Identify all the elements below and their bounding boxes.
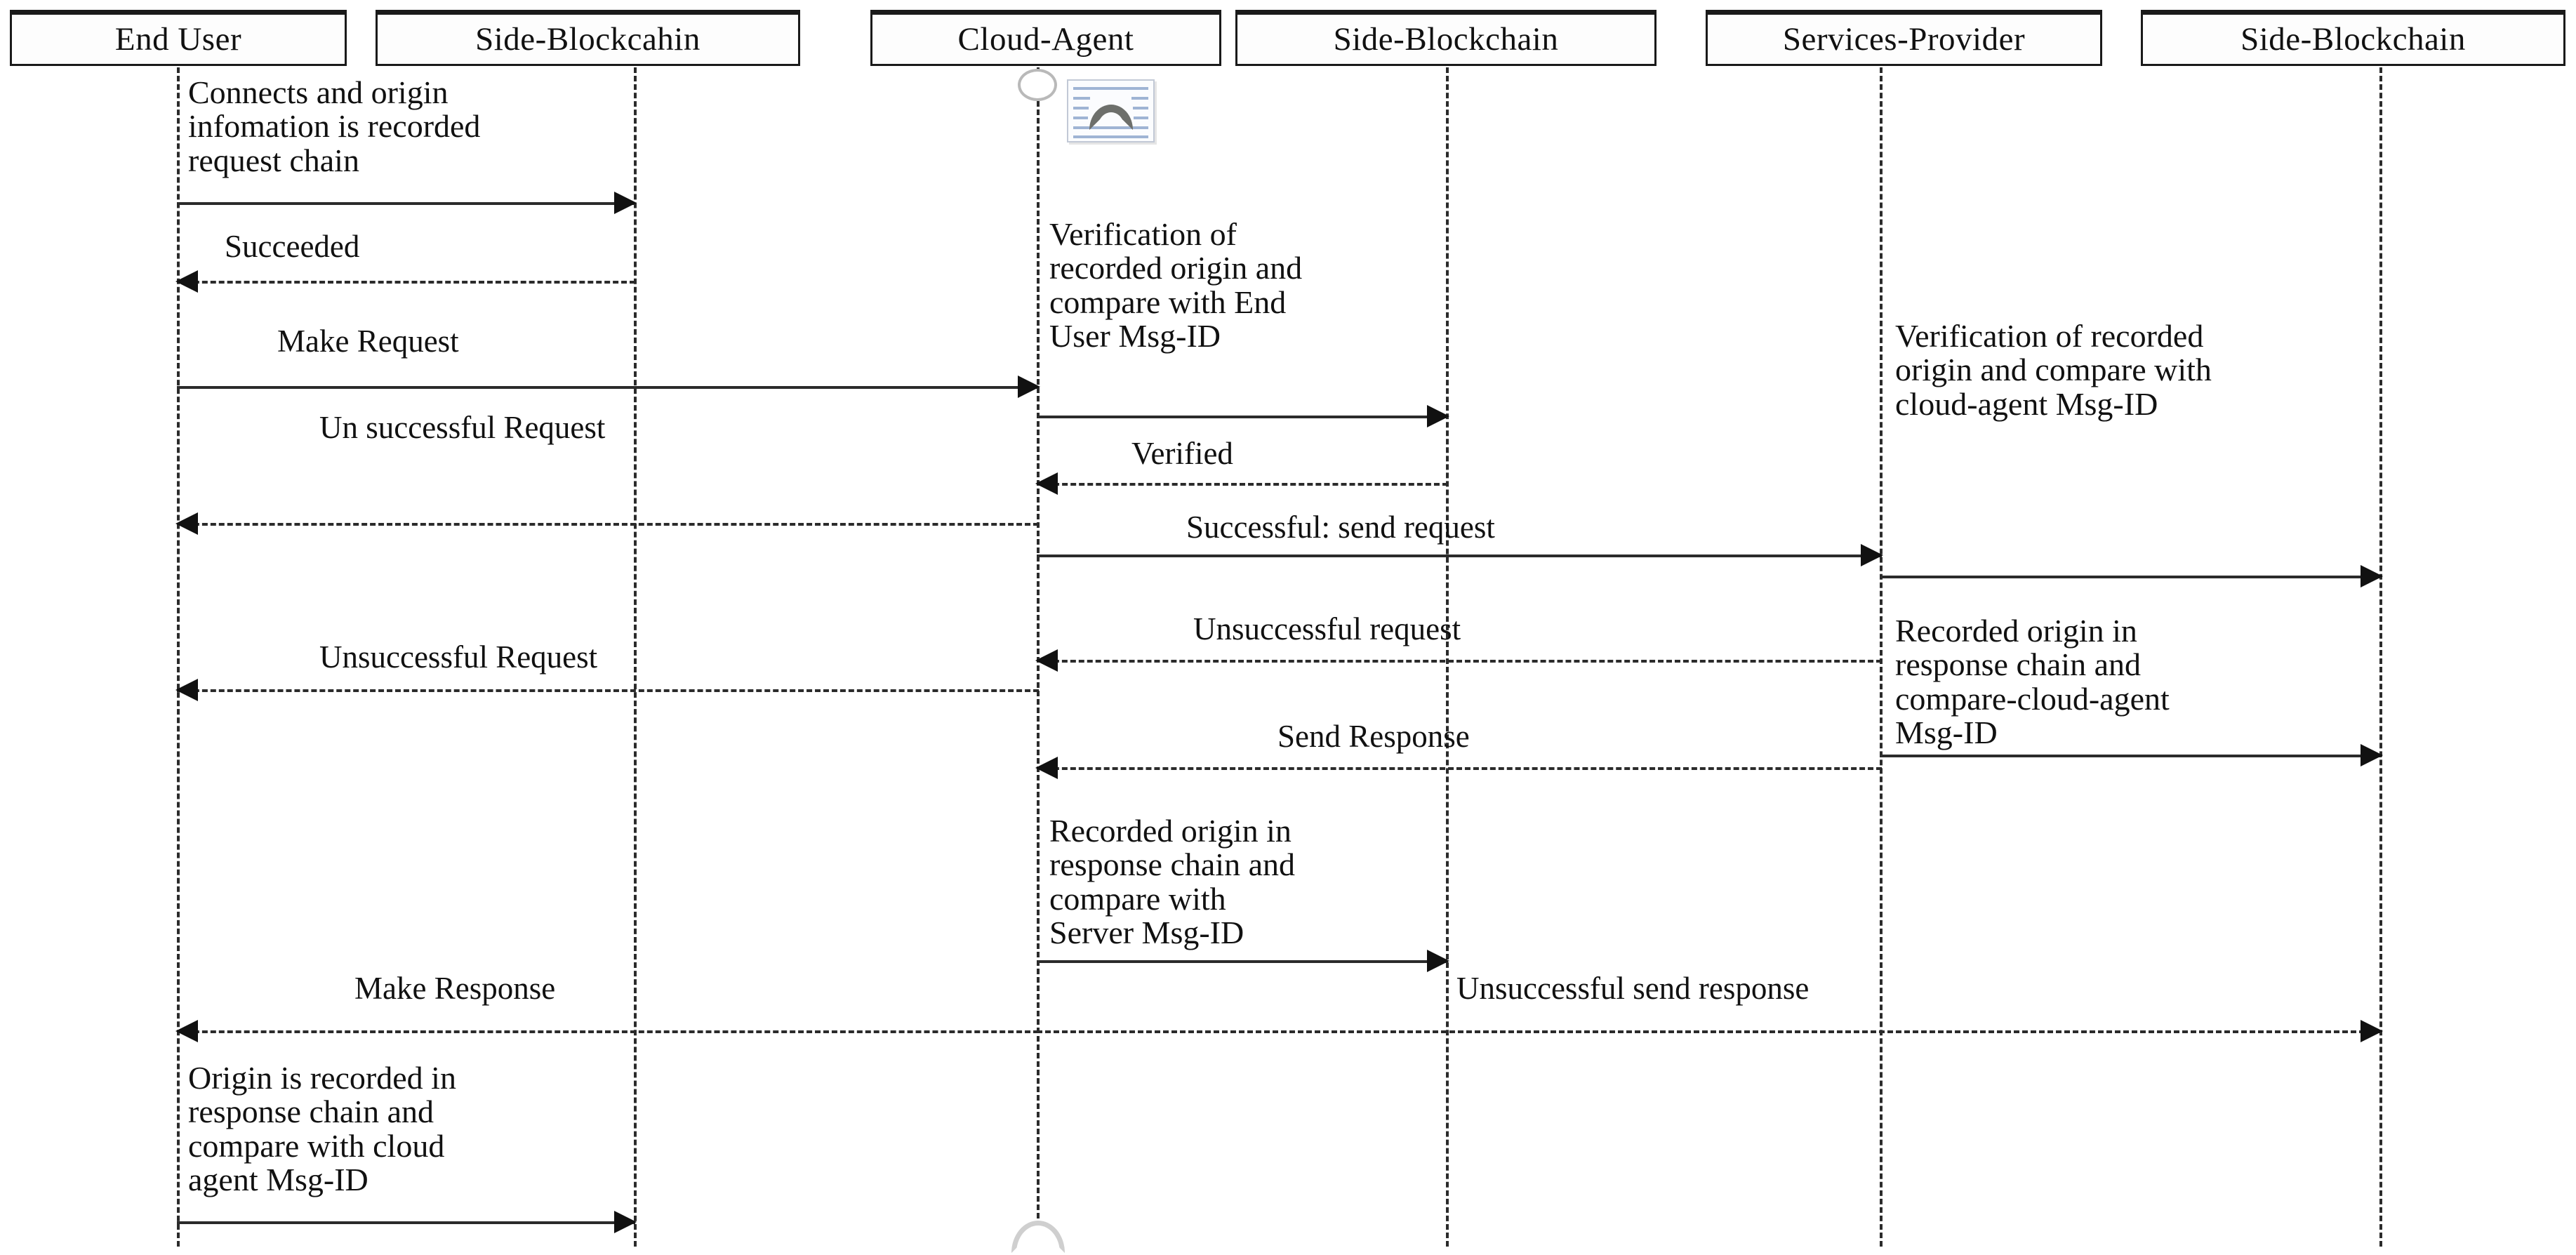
message-label-make-response: Make Response [354, 971, 556, 1006]
arrowhead-right-icon [1861, 544, 1883, 566]
lifeline-end-user [177, 67, 180, 1247]
note-verification-end-user: Verification of recorded origin and comp… [1049, 216, 1303, 354]
participant-side-blockchain-2[interactable]: Side-Blockchain [1235, 10, 1657, 66]
arrowhead-left-icon [1035, 757, 1058, 779]
arrowhead-left-icon [175, 679, 198, 701]
message-label-unsuccessful-request-2: Unsuccessful Request [319, 639, 598, 675]
participant-label: End User [114, 21, 242, 58]
message-line [177, 281, 635, 284]
message-line [1880, 755, 2382, 757]
message-line [1037, 483, 1448, 486]
lifeline-side-blockcahin-1 [634, 67, 637, 1247]
participant-label: Side-Blockchain [2240, 21, 2466, 58]
arrowhead-right-icon [1018, 376, 1040, 398]
participant-label: Services-Provider [1782, 21, 2026, 58]
arrowhead-left-icon [175, 512, 198, 535]
lifeline-side-blockchain-2 [1446, 67, 1449, 1247]
message-label-verified: Verified [1131, 436, 1233, 471]
message-line [177, 1030, 1039, 1033]
message-line [177, 689, 1039, 692]
arrowhead-right-icon [614, 192, 637, 214]
note-connects-and-origin: Connects and origin infomation is record… [188, 74, 481, 178]
participant-label: Side-Blockchain [1333, 21, 1559, 58]
participant-label: Side-Blockcahin [475, 21, 701, 58]
arrowhead-left-icon [1035, 472, 1058, 495]
message-line [1037, 416, 1448, 418]
lifeline-arc-icon [1011, 1221, 1065, 1253]
participant-services-provider[interactable]: Services-Provider [1706, 10, 2102, 66]
document-thumbnail-icon [1067, 79, 1155, 142]
lifeline-knob-icon [1018, 69, 1057, 101]
message-label-make-request: Make Request [277, 324, 459, 359]
message-line [177, 523, 1039, 526]
message-label-unsuccessful-request-1: Un successful Request [319, 410, 606, 445]
arrowhead-left-icon [175, 1020, 198, 1042]
note-verification-cloud-agent: Verification of recorded origin and comp… [1895, 318, 2212, 422]
arrowhead-right-icon [614, 1211, 637, 1233]
message-line [1037, 960, 1448, 963]
participant-side-blockcahin-1[interactable]: Side-Blockcahin [376, 10, 800, 66]
message-line [1880, 576, 2382, 578]
lifeline-side-blockchain-3 [2379, 67, 2382, 1247]
message-label-successful-send-request: Successful: send request [1186, 510, 1495, 545]
arrowhead-right-icon [2361, 744, 2383, 766]
message-line [1037, 1030, 2382, 1033]
message-line [1037, 555, 1882, 557]
message-label-unsuccessful-request: Unsuccessful request [1193, 611, 1461, 646]
arrowhead-right-icon [2361, 565, 2383, 587]
message-line [177, 386, 1039, 389]
message-label-succeeded: Succeeded [225, 229, 360, 264]
message-line [177, 1221, 635, 1224]
message-line [177, 202, 635, 205]
message-label-send-response: Send Response [1277, 719, 1470, 754]
note-origin-recorded-end-user: Origin is recorded in response chain and… [188, 1060, 456, 1197]
lifeline-cloud-agent [1037, 67, 1040, 1219]
message-label-unsuccessful-send-response: Unsuccessful send response [1456, 971, 1810, 1006]
lifeline-services-provider [1880, 67, 1883, 1247]
message-line [1037, 767, 1882, 770]
arrowhead-left-icon [1035, 649, 1058, 672]
arrowhead-right-icon [1427, 950, 1449, 972]
message-line [1037, 660, 1882, 663]
arrowhead-right-icon [2361, 1020, 2383, 1042]
note-recorded-origin-cloud-agent: Recorded origin in response chain and co… [1895, 613, 2170, 750]
arrowhead-right-icon [1427, 405, 1449, 427]
participant-side-blockchain-3[interactable]: Side-Blockchain [2141, 10, 2565, 66]
participant-label: Cloud-Agent [957, 21, 1134, 58]
note-recorded-origin-server: Recorded origin in response chain and co… [1049, 813, 1295, 950]
participant-cloud-agent[interactable]: Cloud-Agent [870, 10, 1221, 66]
participant-end-user[interactable]: End User [10, 10, 347, 66]
arrowhead-left-icon [175, 270, 198, 293]
